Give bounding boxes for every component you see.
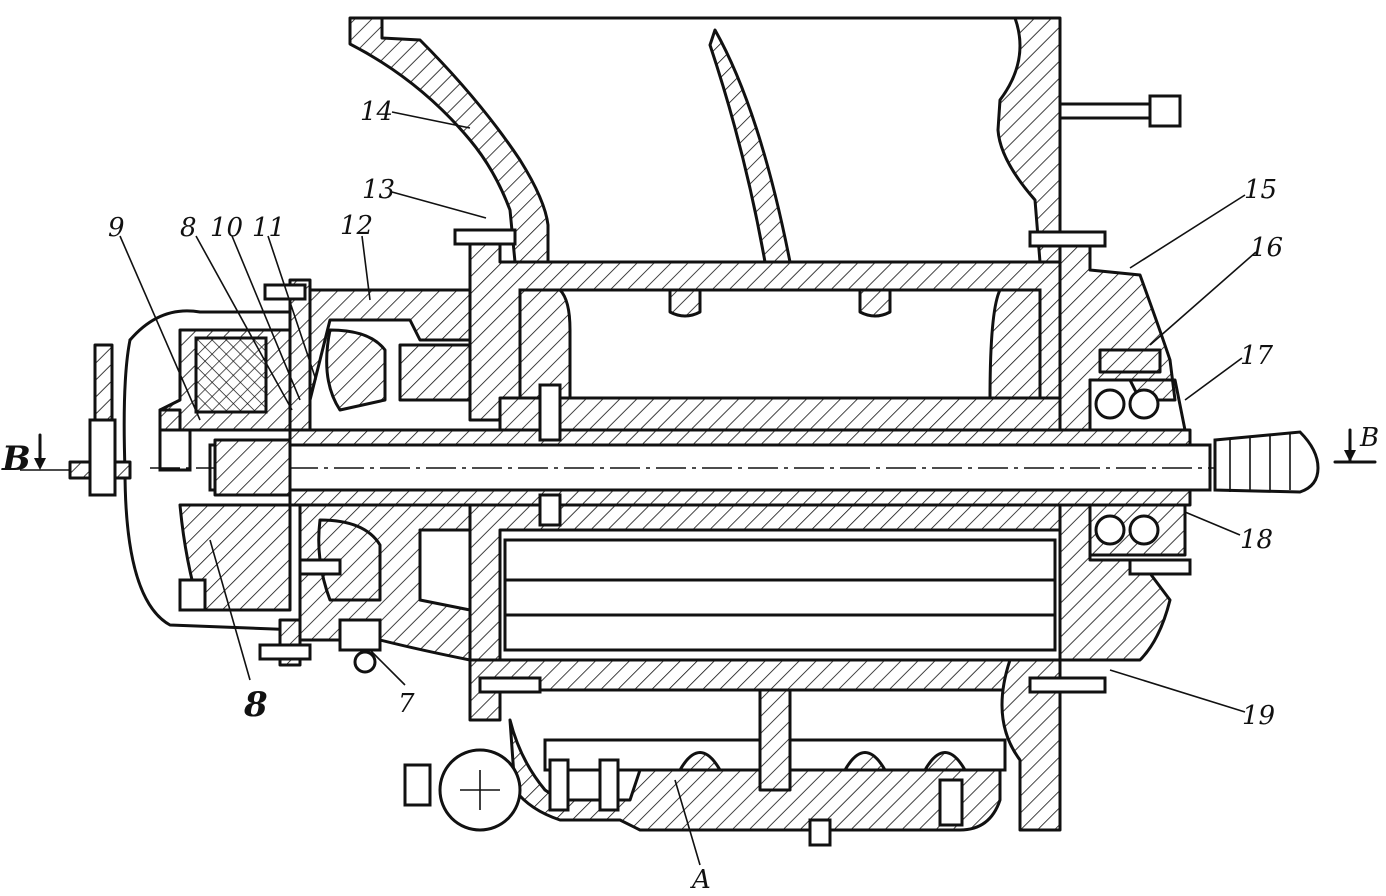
label-7: 7 [398, 689, 415, 719]
section-label-left: В [1, 439, 31, 479]
shaft [150, 428, 1320, 507]
label-14: 14 [360, 97, 393, 127]
leader-lines [119, 111, 1257, 866]
section-marker-right [1333, 428, 1377, 464]
label-8-bottom: 8 [243, 685, 268, 725]
label-12: 12 [340, 211, 373, 241]
label-8-top: 8 [180, 213, 197, 243]
label-17: 17 [1240, 341, 1274, 371]
left-lower-assembly [123, 468, 472, 674]
label-19: 19 [1242, 701, 1275, 731]
section-label-right: В [1359, 423, 1379, 453]
section-marker-left [34, 433, 46, 470]
label-9: 9 [108, 213, 125, 243]
label-10: 10 [210, 213, 243, 243]
right-end-shield [1058, 238, 1187, 432]
label-a: A [690, 865, 711, 895]
left-fitting [20, 343, 132, 497]
upper-stator-housing [468, 228, 1062, 432]
label-18: 18 [1240, 525, 1273, 555]
intake-duct [348, 16, 1062, 264]
label-13: 13 [362, 175, 395, 205]
bottom-pan [403, 688, 1007, 847]
label-15: 15 [1244, 175, 1277, 205]
bolts [258, 94, 1192, 694]
left-end-assembly [122, 278, 472, 472]
label-16: 16 [1250, 233, 1283, 263]
label-11: 11 [252, 213, 285, 243]
